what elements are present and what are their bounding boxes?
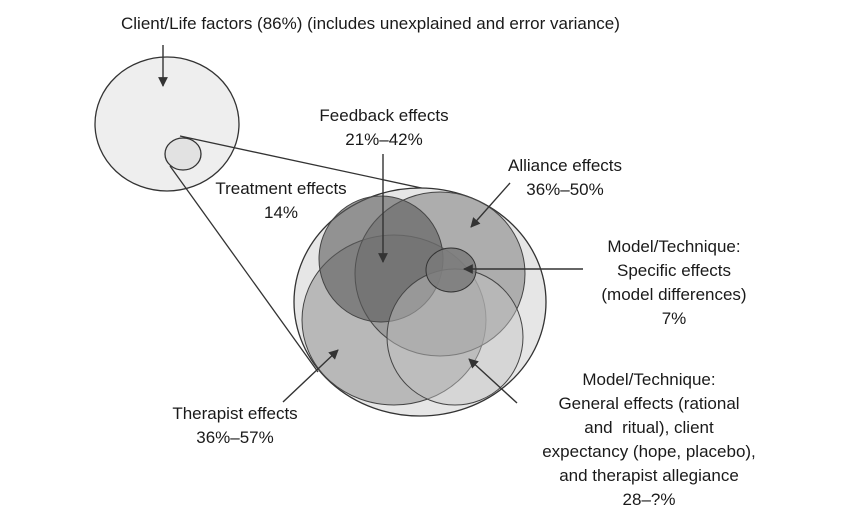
alliance-label: Alliance effects 36%–50%	[490, 154, 640, 202]
feedback-label: Feedback effects 21%–42%	[302, 104, 466, 152]
general-line3: and ritual), client	[584, 418, 714, 437]
treatment-label: Treatment effects 14%	[196, 177, 366, 225]
zoom-line-top	[179, 135, 441, 193]
general-line2: General effects (rational	[558, 394, 740, 413]
general-label: Model/Technique: General effects (ration…	[519, 368, 779, 512]
zoom-line-bottom	[169, 165, 319, 373]
specific-line2: Specific effects	[616, 261, 732, 280]
therapist-value: 36%–57%	[196, 428, 274, 447]
client-life-label: Client/Life factors (86%) (includes unex…	[121, 12, 620, 36]
specific-effects-circle	[425, 247, 477, 293]
alliance-value: 36%–50%	[526, 180, 604, 199]
specific-label: Model/Technique: Specific effects (model…	[578, 235, 770, 331]
client-life-circle	[94, 56, 240, 192]
general-arrow	[468, 358, 518, 404]
therapist-label: Therapist effects 36%–57%	[150, 402, 320, 450]
therapist-arrow	[282, 349, 339, 403]
specific-value: 7%	[661, 309, 687, 328]
alliance-name: Alliance effects	[507, 156, 623, 175]
client-life-text: Client/Life factors (86%) (includes unex…	[121, 14, 620, 33]
general-value: 28–?%	[622, 490, 676, 509]
treatment-value: 14%	[263, 203, 299, 222]
feedback-name: Feedback effects	[319, 106, 449, 125]
therapist-name: Therapist effects	[172, 404, 298, 423]
specific-line3: (model differences)	[601, 285, 747, 304]
general-line4: expectancy (hope, placebo),	[542, 442, 756, 461]
general-line5: and therapist allegiance	[559, 466, 739, 485]
specific-line1: Model/Technique:	[607, 237, 741, 256]
general-line1: Model/Technique:	[582, 370, 716, 389]
feedback-value: 21%–42%	[345, 130, 423, 149]
treatment-small-circle	[164, 137, 202, 171]
alliance-arrow	[470, 182, 511, 228]
treatment-name: Treatment effects	[215, 179, 347, 198]
